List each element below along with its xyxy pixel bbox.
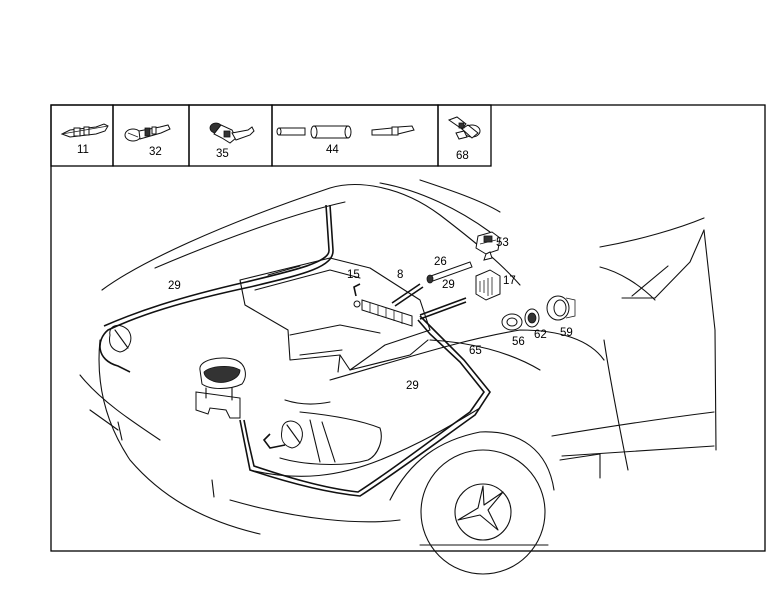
callout-56: 56 xyxy=(512,336,525,348)
callout-29c: 29 xyxy=(406,380,419,392)
callout-53: 53 xyxy=(496,237,509,249)
part-32-connector-icon xyxy=(124,124,171,142)
callout-8: 8 xyxy=(397,269,403,281)
callout-65: 65 xyxy=(469,345,482,357)
callout-17: 17 xyxy=(503,275,516,287)
part-strip xyxy=(50,104,492,167)
callout-29a: 29 xyxy=(168,280,181,292)
part-32-label: 32 xyxy=(149,146,162,158)
callout-15: 15 xyxy=(347,269,360,281)
diagram-frame xyxy=(50,104,766,552)
part-11-connector-icon xyxy=(60,123,109,138)
part-44-hose-icon xyxy=(276,125,415,139)
callout-59: 59 xyxy=(560,327,573,339)
callouts: 29 15 8 26 29 53 17 56 62 59 65 29 xyxy=(168,237,573,392)
part-35-elbow-icon xyxy=(209,122,255,144)
part-44-label: 44 xyxy=(326,144,339,156)
callout-29b: 29 xyxy=(442,279,455,291)
part-68-connector-icon xyxy=(447,116,481,140)
callout-26: 26 xyxy=(434,256,447,268)
part-68-label: 68 xyxy=(456,150,469,162)
part-35-label: 35 xyxy=(216,148,229,160)
callout-62: 62 xyxy=(534,329,547,341)
car-front-illustration xyxy=(79,179,717,575)
part-11-label: 11 xyxy=(77,144,89,156)
